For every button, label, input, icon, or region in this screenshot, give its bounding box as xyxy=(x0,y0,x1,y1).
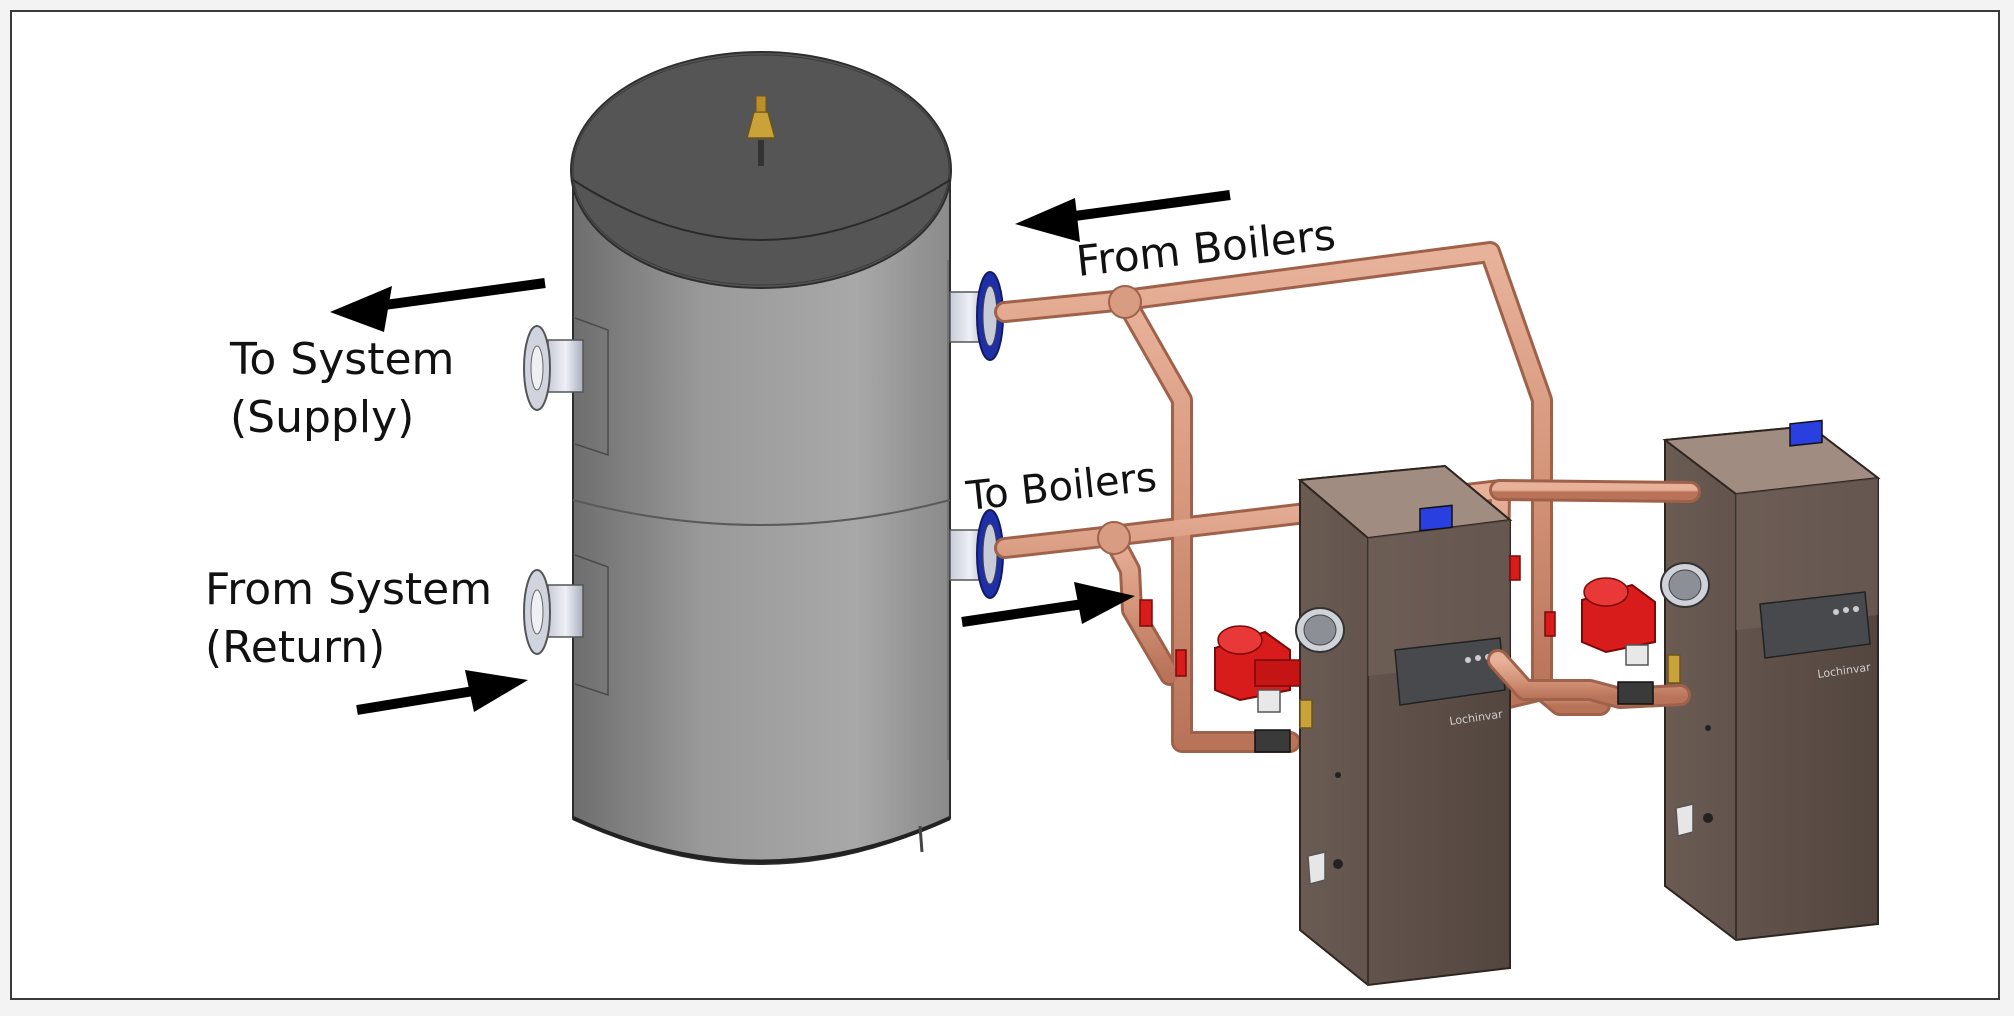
arrow-to-system-icon xyxy=(330,278,546,332)
isolation-valve-icon xyxy=(1139,599,1313,753)
arrow-to-boilers-icon xyxy=(961,582,1135,627)
arrow-from-boilers-icon xyxy=(1015,190,1231,242)
label-from-system: From System xyxy=(205,564,492,615)
to-boilers-nozzle xyxy=(949,509,1004,599)
circulator-pump-1 xyxy=(1214,625,1301,713)
control-panel-icon xyxy=(1394,504,1506,706)
isolation-valve-icon xyxy=(1509,555,1681,705)
return-nozzle xyxy=(523,569,584,655)
flue-collar-icon xyxy=(1660,562,1710,608)
arrow-from-system-icon xyxy=(356,670,528,715)
circulator-pump-2 xyxy=(1581,577,1656,666)
control-panel-icon xyxy=(1759,419,1871,659)
from-boilers-nozzle xyxy=(949,271,1004,361)
buffer-tank xyxy=(570,51,952,865)
label-to-system: To System xyxy=(229,334,454,385)
label-supply: (Supply) xyxy=(230,392,414,443)
boiler-1: Lochinvar xyxy=(1295,464,1513,987)
flue-collar-icon xyxy=(1295,607,1345,653)
label-return: (Return) xyxy=(205,622,385,673)
supply-nozzle xyxy=(523,325,584,411)
label-to-boilers: To Boilers xyxy=(963,454,1159,520)
boiler-2: Lochinvar xyxy=(1660,419,1881,942)
air-vent-icon xyxy=(746,95,776,166)
flow-arrows xyxy=(330,190,1231,715)
